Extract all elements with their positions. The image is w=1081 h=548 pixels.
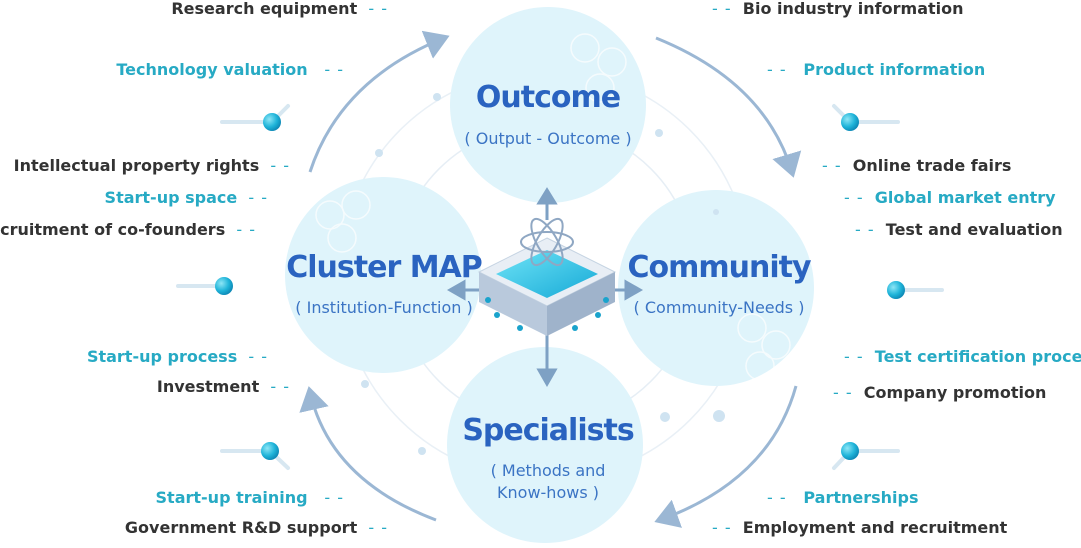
- slider-knob-right-2: [887, 281, 944, 299]
- left-label: Recruitment of co-founders - -: [0, 220, 256, 239]
- cluster-title: Cluster MAP: [286, 250, 483, 285]
- arrow-bottom-right: [654, 385, 798, 528]
- right-label: - - Partnerships: [767, 488, 919, 507]
- outcome-title: Outcome: [475, 80, 621, 115]
- right-label: - - Employment and recruitment: [712, 518, 1008, 537]
- left-label: Research equipment - -: [171, 0, 388, 18]
- left-label: Investment - -: [156, 377, 290, 396]
- specialists-title: Specialists: [462, 413, 634, 448]
- right-label: - - Online trade fairs: [822, 156, 1012, 175]
- outcome-subtitle: ( Output - Outcome ): [464, 129, 632, 148]
- slider-knob-left-3: [220, 442, 290, 470]
- decor-dots: [361, 93, 725, 455]
- specialists-circle: [447, 347, 643, 543]
- specialists-subtitle-line1: ( Methods and: [490, 461, 606, 480]
- slider-knob-right-3: [832, 442, 900, 470]
- right-label: - - Company promotion: [833, 383, 1047, 402]
- specialists-subtitle-line2: Know-hows ): [497, 483, 599, 502]
- left-label: Intellectual property rights - -: [13, 156, 290, 175]
- left-label: Government R&D support - -: [124, 518, 388, 537]
- texture-pattern: [315, 33, 791, 381]
- left-label: Start-up space - -: [104, 188, 268, 207]
- slider-knob-left-1: [220, 104, 290, 131]
- left-label: Start-up training - -: [155, 488, 344, 507]
- community-subtitle: ( Community-Needs ): [633, 298, 805, 317]
- right-label: - - Product information: [767, 60, 986, 79]
- slider-knob-left-2: [176, 277, 233, 295]
- left-label: Start-up process - -: [86, 347, 268, 366]
- arrow-top-left: [308, 30, 450, 173]
- left-label: Technology valuation - -: [116, 60, 344, 79]
- right-label: - - Test certification process: [844, 347, 1081, 366]
- center-chip-icon: [477, 217, 617, 336]
- slider-knob-right-1: [832, 104, 900, 131]
- right-label: - - Test and evaluation: [855, 220, 1063, 239]
- cluster-subtitle: ( Institution-Function ): [295, 298, 473, 317]
- community-title: Community: [627, 250, 811, 285]
- arrow-top-right: [655, 36, 802, 178]
- right-label: - - Bio industry information: [712, 0, 964, 18]
- arrow-bottom-left: [299, 386, 437, 522]
- right-label: - - Global market entry: [844, 188, 1056, 207]
